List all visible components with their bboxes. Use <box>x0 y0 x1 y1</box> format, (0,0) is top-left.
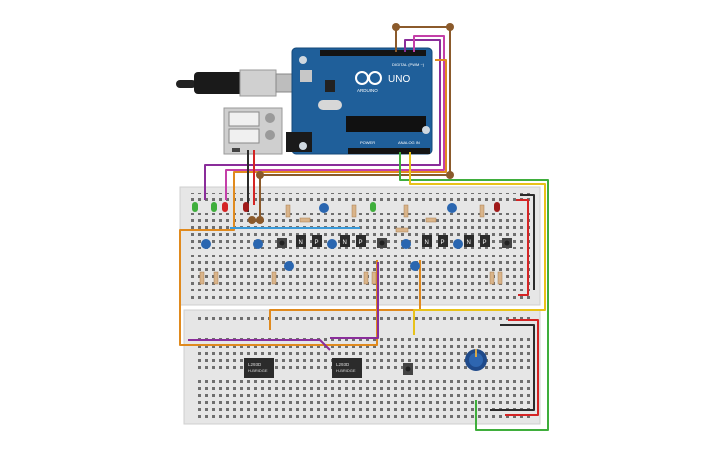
wire-green-1[interactable] <box>399 152 549 431</box>
wire-yellow-1[interactable] <box>409 152 546 335</box>
transistor-group[interactable]: N P N P N P N P <box>296 235 490 247</box>
arduino-model-label: UNO <box>388 74 410 85</box>
transistor-6-label: P <box>441 240 445 246</box>
chip-2-line-1: L293D <box>336 362 350 367</box>
wire-black-1[interactable] <box>520 194 535 290</box>
chip-2-line-2: H-BRIDGE <box>336 368 356 373</box>
transistor-3-label: N <box>343 240 347 246</box>
wire-purple-1[interactable] <box>204 39 441 200</box>
motor-driver-chip-1[interactable]: L293D H-BRIDGE <box>244 358 274 378</box>
power-pins-label: POWER <box>360 140 375 145</box>
potentiometer[interactable] <box>465 349 487 371</box>
usb-cable[interactable] <box>176 69 295 97</box>
chip-1-line-2: H-BRIDGE <box>248 368 268 373</box>
wire-orange-1[interactable] <box>179 59 447 346</box>
transistor-4-label: P <box>359 240 363 246</box>
wire-black-2[interactable] <box>490 324 535 411</box>
analog-pins-label: ANALOG IN <box>398 140 420 145</box>
wire-purple-4[interactable] <box>330 262 379 339</box>
wire-red-1[interactable] <box>516 199 529 296</box>
digital-pins-label: DIGITAL (PWM ~) <box>392 62 425 67</box>
arduino-logo-icon <box>355 71 382 85</box>
arduino-uno-board[interactable]: UNO ARDUINO DIGITAL (PWM ~) POWER ANALOG… <box>286 47 433 155</box>
transistor-2-label: P <box>315 240 319 246</box>
chip-1-line-1: L293D <box>248 362 262 367</box>
transistor-5-label: N <box>425 240 429 246</box>
arduino-brand-label: ARDUINO <box>357 88 378 93</box>
transistor-8-label: P <box>483 240 487 246</box>
motor-driver-chip-2[interactable]: L293D H-BRIDGE <box>332 358 362 378</box>
wire-red-2[interactable] <box>505 319 539 416</box>
wire-joint-markers <box>248 23 454 224</box>
resistor-group[interactable] <box>199 204 503 285</box>
transistor-1-label: N <box>299 240 303 246</box>
led-group[interactable] <box>192 202 500 212</box>
wire-purple-2[interactable] <box>225 35 445 200</box>
wire-orange-2[interactable] <box>269 260 421 330</box>
capacitor-group[interactable] <box>201 203 463 271</box>
power-supply-module[interactable] <box>223 107 283 155</box>
wire-purple-3[interactable] <box>188 339 331 351</box>
transistor-7-label: N <box>467 240 471 246</box>
pushbutton-group[interactable] <box>277 238 512 375</box>
